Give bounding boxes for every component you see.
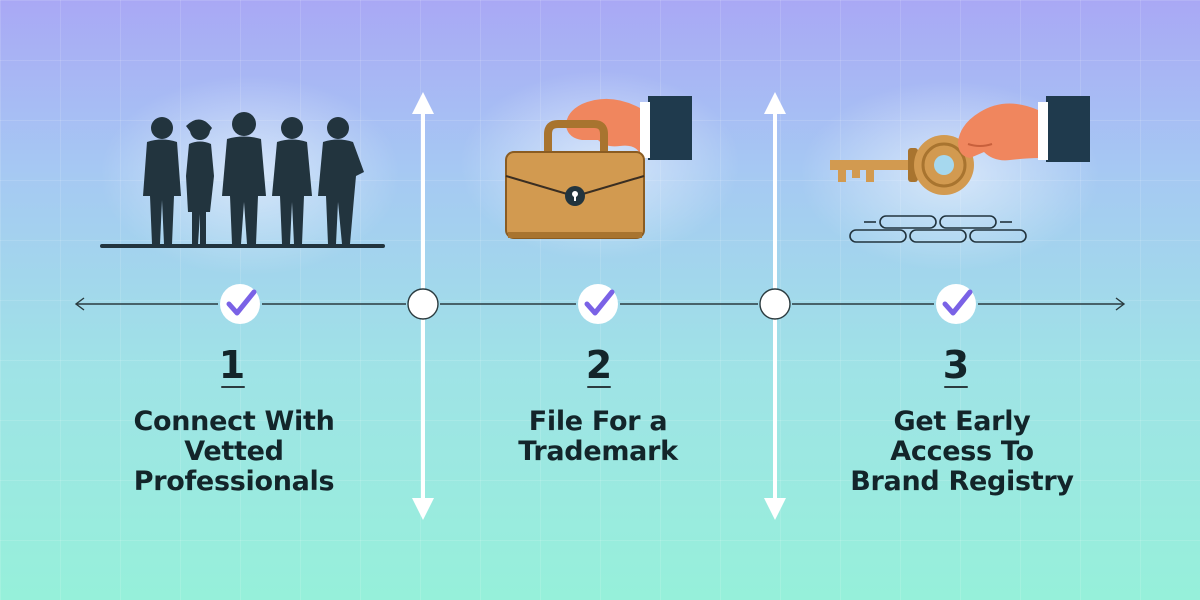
step-label-2-line-1: File For a <box>528 406 668 437</box>
check-icon-1 <box>220 284 260 324</box>
step-label-2: File For a Trademark <box>448 406 748 468</box>
step-number-3: 3 <box>942 343 970 387</box>
number-underline-1 <box>221 386 245 388</box>
step-label-1-line-2: Vetted <box>184 436 284 468</box>
check-icon-3 <box>936 284 976 324</box>
timeline-line <box>74 297 1126 311</box>
key-hand-icon <box>830 96 1090 243</box>
number-underline-3 <box>944 386 968 388</box>
business-people-icon <box>100 112 385 248</box>
step-label-3-line-2: Access To <box>890 436 1034 468</box>
number-underline-2 <box>587 386 611 388</box>
timeline-node-1 <box>407 288 439 320</box>
briefcase-hand-icon <box>505 96 692 239</box>
step-label-2-line-2: Trademark <box>518 436 678 468</box>
left-arrow-icon <box>74 297 85 311</box>
step-label-1-line-1: Connect With <box>133 406 335 437</box>
step-number-2: 2 <box>585 343 613 387</box>
right-arrow-icon <box>1115 297 1126 311</box>
step-number-1: 1 <box>218 343 246 387</box>
step-label-3-line-1: Get Early <box>893 406 1031 437</box>
step-label-1: Connect With Vetted Professionals <box>84 406 384 498</box>
timeline-node-2 <box>759 288 791 320</box>
step-label-3-line-3: Brand Registry <box>850 466 1074 498</box>
step-label-3: Get Early Access To Brand Registry <box>812 406 1112 498</box>
step-label-1-line-3: Professionals <box>133 466 335 498</box>
check-icon-2 <box>578 284 618 324</box>
